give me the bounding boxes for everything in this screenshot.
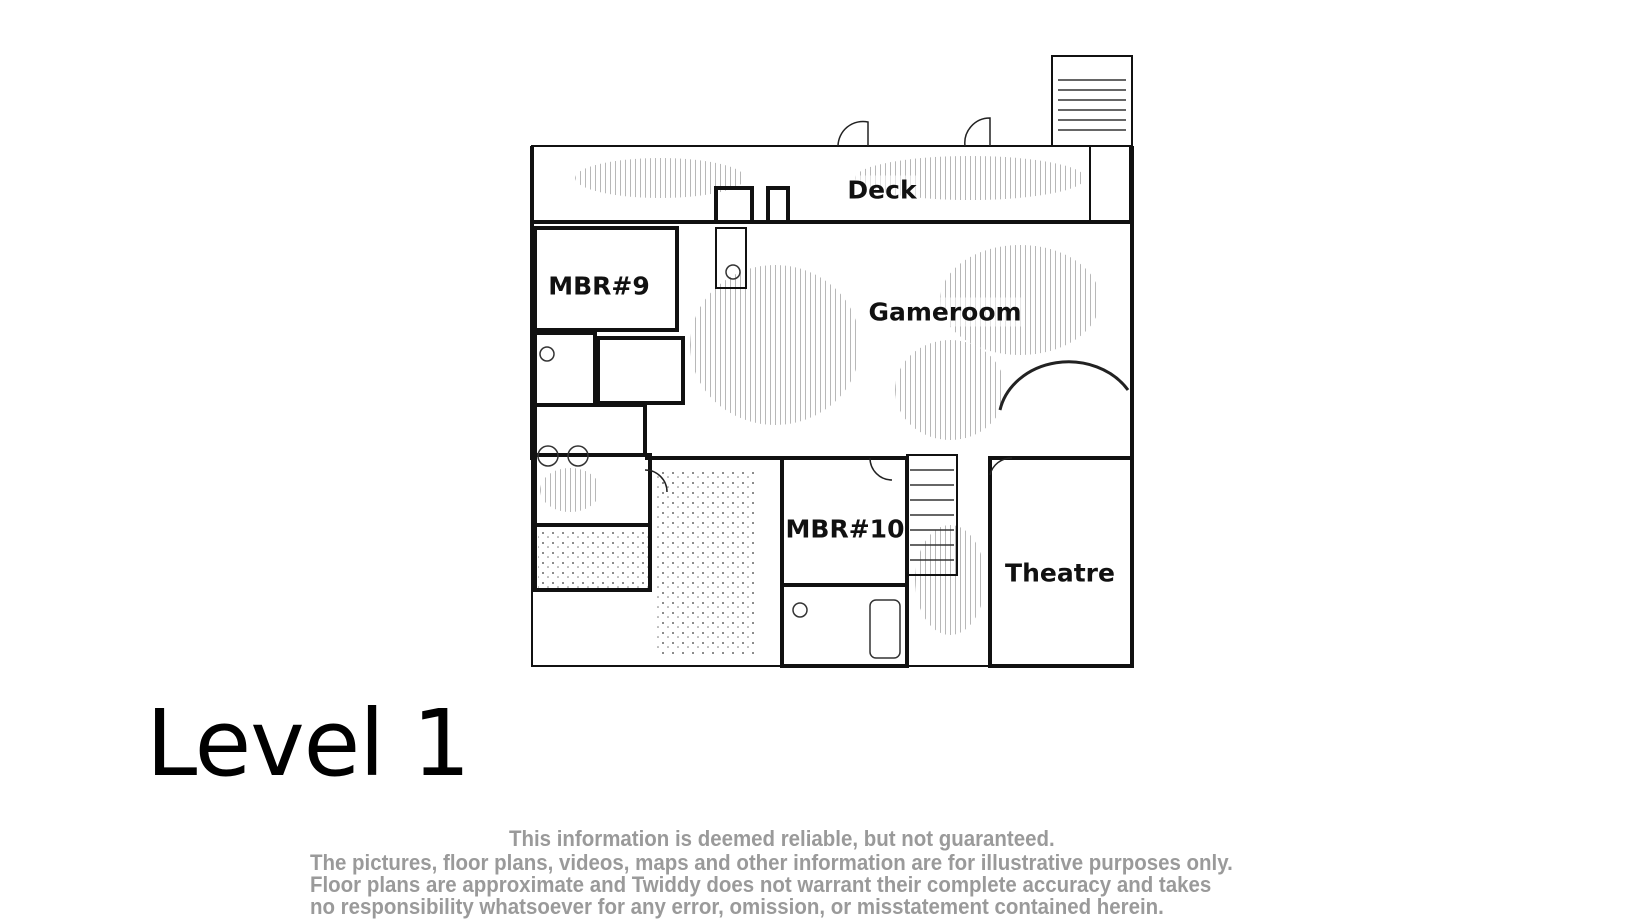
disclaimer-line-4: no responsibility whatsoever for any err… [310, 894, 1164, 919]
stair-treads [910, 79, 1126, 561]
level-title: Level 1 [146, 690, 471, 797]
disclaimer-line-2: The pictures, floor plans, videos, maps … [310, 850, 1233, 875]
fixtures [537, 264, 901, 659]
disclaimer-line-3: Floor plans are approximate and Twiddy d… [310, 872, 1212, 897]
walls [530, 55, 1134, 668]
room-label-mbr9: MBR#9 [548, 271, 650, 301]
room-label-deck: Deck [847, 175, 917, 205]
patio-texture [538, 470, 755, 655]
room-label-mbr10: MBR#10 [785, 514, 905, 544]
room-label-gameroom: Gameroom [868, 297, 1022, 327]
door-swings [644, 117, 1130, 493]
disclaimer-line-1: This information is deemed reliable, but… [509, 826, 1055, 851]
room-label-theatre: Theatre [1005, 558, 1115, 588]
